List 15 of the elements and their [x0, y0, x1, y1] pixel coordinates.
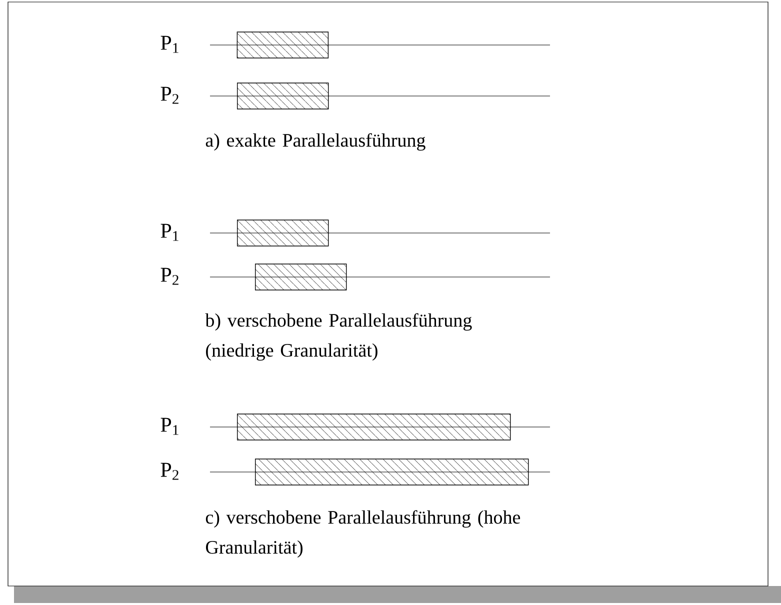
hatched-bar	[237, 414, 511, 440]
hatched-bar	[236, 32, 329, 58]
process-label: P$_{2}$	[160, 462, 178, 480]
hatched-bar	[237, 220, 329, 246]
process-label: P$_{2}$	[160, 268, 178, 285]
hatched-bar	[255, 264, 347, 290]
process-label: P$_{2}$	[160, 86, 178, 104]
process-label: P$_{1}$	[160, 36, 178, 53]
hatched-bar	[255, 458, 529, 486]
caption: c) verschobene Parallelausführung (hohe Granularität)	[206, 510, 520, 558]
process-label: P$_{1}$	[160, 418, 178, 435]
process-label: P$_{1}$	[160, 224, 178, 241]
hatched-bar	[237, 82, 329, 110]
caption: b) verschobene Parallelausführung (niedrige Granularität)	[205, 313, 472, 361]
caption: a) exakte Parallelausführung	[206, 133, 426, 151]
